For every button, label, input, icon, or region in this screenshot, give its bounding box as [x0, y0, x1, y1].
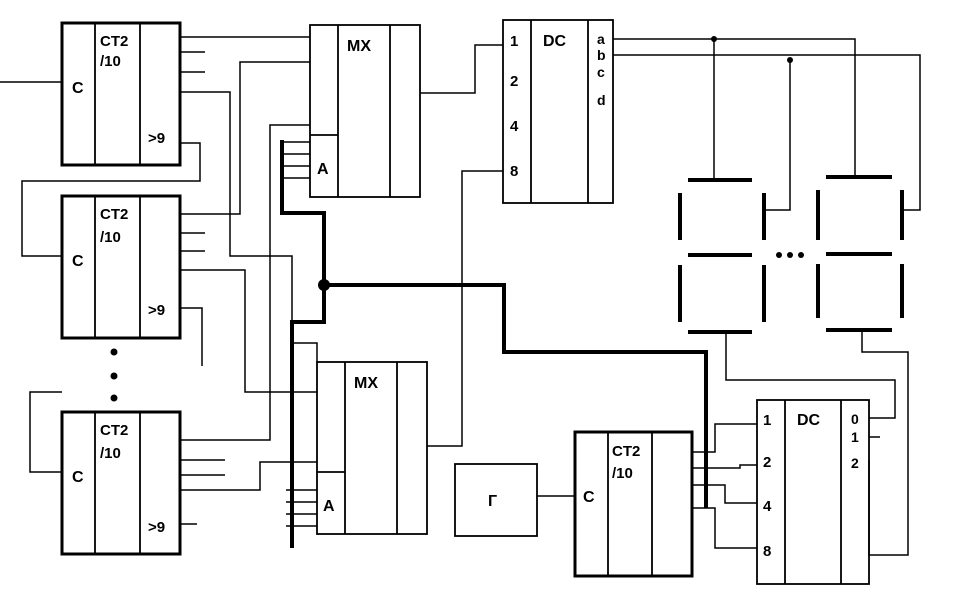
counter-3-type-label: CT2 [100, 422, 128, 439]
decoder-top-title: DC [543, 33, 567, 50]
decoder-bottom-output-1: 1 [851, 429, 859, 445]
decoder-top-output-b: b [597, 47, 606, 63]
decoder-bottom-output-0: 0 [851, 411, 859, 427]
display-ellipsis [776, 252, 804, 258]
counter-3-carry-label: >9 [148, 519, 165, 536]
decoder-bottom-title: DC [797, 412, 821, 429]
decoder-bottom-input-2: 2 [763, 454, 771, 471]
decoder-top-output-a: a [597, 31, 605, 47]
decoder-bottom-input-1: 1 [763, 412, 771, 429]
mux-top-addr-label: A [317, 161, 329, 178]
scan-counter-clock-label: C [583, 489, 595, 506]
counter-2-type-label: CT2 [100, 206, 128, 223]
counter-3: C CT2 /10 >9 [60, 410, 182, 556]
counter-2: C CT2 /10 >9 [60, 194, 182, 340]
mux-bottom-title: MX [354, 375, 378, 392]
scan-counter-type-label: CT2 [612, 443, 640, 460]
junctions [318, 36, 793, 291]
counter-1-carry-label: >9 [148, 130, 165, 147]
decoder-bottom-output-2: 2 [851, 455, 859, 471]
counter-3-clock-label: C [72, 469, 84, 486]
counter-1-clock-label: C [72, 80, 84, 97]
counter-1: C CT2 /10 >9 [60, 21, 182, 167]
decoder-top: DC 1 2 4 8 a b c d [502, 19, 614, 204]
decoder-bottom: DC 1 2 4 8 0 1 2 [756, 399, 870, 585]
decoder-bottom-input-8: 8 [763, 543, 771, 560]
decoder-top-input-8: 8 [510, 163, 518, 180]
seven-segment-display-1 [678, 178, 766, 334]
counter-3-modulus-label: /10 [100, 445, 121, 462]
generator-label: Г [488, 493, 497, 510]
mux-bottom: MX A [316, 361, 428, 535]
counter-2-clock-label: C [72, 253, 84, 270]
wires [0, 36, 921, 556]
counter-2-carry-label: >9 [148, 302, 165, 319]
scan-counter-modulus-label: /10 [612, 465, 633, 482]
mux-top: MX A [309, 24, 421, 198]
counter-1-type-label: CT2 [100, 33, 128, 50]
generator: Г [454, 463, 538, 537]
counter-1-modulus-label: /10 [100, 53, 121, 70]
decoder-top-input-2: 2 [510, 73, 518, 90]
decoder-top-output-c: c [597, 64, 605, 80]
decoder-top-input-1: 1 [510, 33, 518, 50]
mux-bottom-addr-label: A [323, 498, 335, 515]
counter-ellipsis [110, 348, 118, 402]
decoder-bottom-input-4: 4 [763, 498, 772, 515]
decoder-top-input-4: 4 [510, 118, 519, 135]
mux-top-title: MX [347, 38, 371, 55]
seven-segment-display-2 [816, 175, 904, 332]
decoder-top-output-d: d [597, 92, 606, 108]
scan-counter: C CT2 /10 [573, 430, 694, 578]
counter-2-modulus-label: /10 [100, 229, 121, 246]
